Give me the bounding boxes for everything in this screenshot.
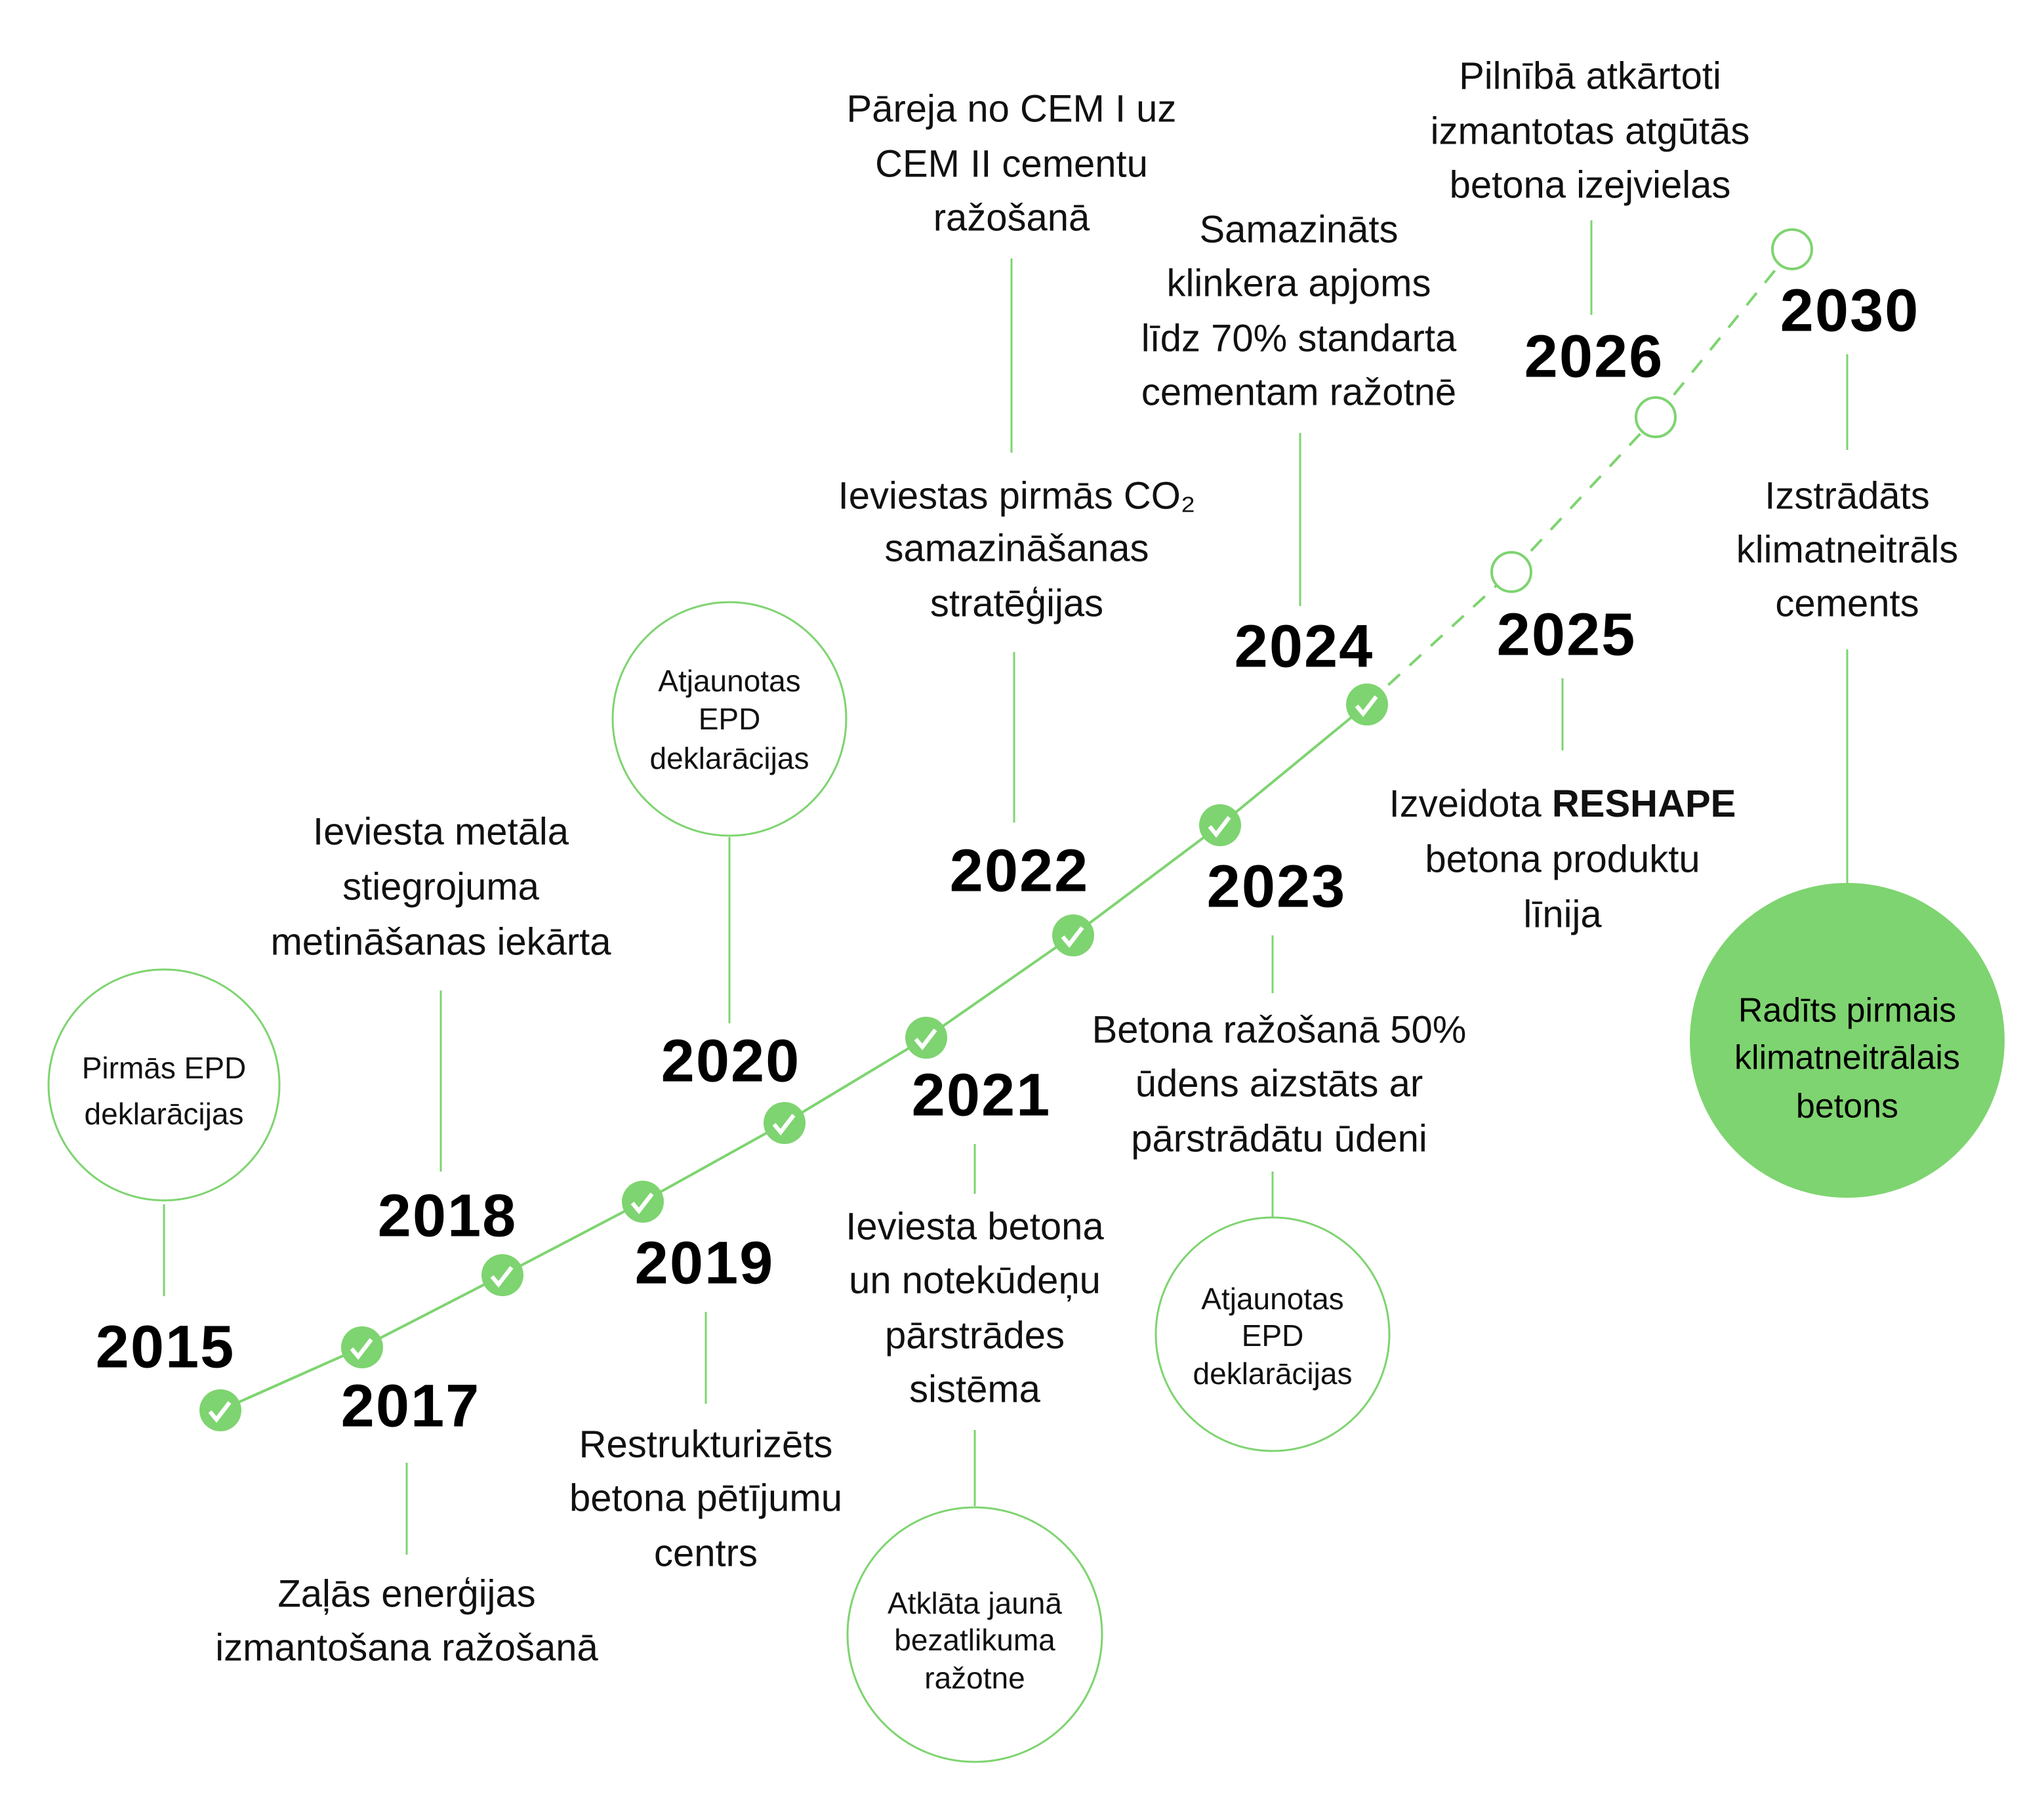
milestone-node-done (1346, 684, 1388, 725)
goal-text: betons (1796, 1088, 1898, 1126)
checkmark-icon (1061, 926, 1084, 949)
circle-text: deklarācijas (85, 1097, 244, 1131)
completed-path-segment (783, 1036, 928, 1124)
circle-text: ražotne (924, 1661, 1025, 1695)
milestone-text: Restrukturizēts (579, 1423, 833, 1465)
year-label: 2025 (1497, 601, 1637, 668)
milestone-text: Zaļās enerģijas (277, 1572, 535, 1615)
completed-path-segment (642, 1122, 785, 1203)
milestone-text: Izstrādāts (1765, 474, 1929, 517)
milestone-node-done (199, 1389, 241, 1431)
milestone-text: centrs (654, 1532, 758, 1574)
circle-text: bezatlikuma (894, 1623, 1055, 1657)
year-label: 2022 (950, 837, 1090, 904)
milestone-text: sistēma (909, 1368, 1041, 1410)
milestone-text: Ieviesta betona (846, 1205, 1104, 1248)
milestone-text: metināšanas iekārta (270, 920, 611, 963)
milestone-text: Betona ražošanā 50% (1092, 1008, 1467, 1051)
milestone-text: ražošanā (933, 196, 1090, 239)
milestone-node-done (481, 1254, 523, 1296)
milestone-highlight-circle (47, 968, 281, 1202)
circle-text: EPD (699, 702, 761, 736)
text-part: Izveidota (1389, 783, 1552, 825)
completed-path-segment (1219, 703, 1368, 827)
completed-path-segment (1072, 824, 1221, 937)
completed-path-segment (220, 1346, 363, 1412)
milestone-node-done (764, 1102, 806, 1144)
milestone-node-done (622, 1181, 664, 1223)
milestone-text: Ieviesta metāla (313, 810, 569, 853)
year-label: 2017 (341, 1372, 481, 1439)
milestone-node-done (341, 1326, 383, 1368)
completed-path-segment (925, 934, 1074, 1039)
milestone-text: CEM II cementu (875, 142, 1148, 185)
year-label: 2019 (635, 1229, 775, 1296)
checkmark-icon (350, 1338, 373, 1360)
circle-text: Atklāta jaunā (888, 1586, 1062, 1620)
milestone-highlight-circle (1155, 1216, 1391, 1452)
milestone-text: izmantotas atgūtās (1431, 110, 1750, 152)
circle-text: Atjaunotas (658, 664, 800, 698)
milestone-highlight-circle (846, 1506, 1103, 1763)
milestone-text: betona izejvielas (1450, 163, 1731, 206)
year-label: 2020 (661, 1027, 801, 1094)
milestone-node-planned (1771, 228, 1813, 270)
circle-text: deklarācijas (1193, 1357, 1353, 1391)
circle-text: deklarācijas (650, 741, 809, 775)
year-label: 2026 (1524, 323, 1664, 390)
year-label: 2024 (1235, 613, 1374, 680)
checkmark-icon (208, 1401, 232, 1423)
milestone-node-done (1052, 914, 1094, 956)
goal-text: Radīts pirmais (1738, 992, 1956, 1030)
milestone-text: stratēģijas (930, 582, 1103, 624)
checkmark-icon (630, 1193, 654, 1215)
milestone-text: līdz 70% standarta (1141, 317, 1457, 359)
milestone-text: un notekūdeņu (849, 1259, 1101, 1301)
year-label: 2030 (1780, 277, 1920, 344)
milestone-text: izmantošana ražošanā (215, 1626, 598, 1669)
milestone-text: pārstrādes (885, 1314, 1065, 1357)
milestone-text: klinkera apjoms (1167, 262, 1431, 304)
year-label: 2021 (912, 1061, 1052, 1128)
year-label: 2015 (96, 1313, 235, 1380)
milestone-highlight-circle (611, 601, 848, 837)
year-label: 2018 (378, 1182, 518, 1249)
milestone-node-done (905, 1017, 947, 1059)
checkmark-icon (1355, 695, 1378, 718)
milestone-node-done (1199, 804, 1241, 846)
milestone-text: cements (1775, 582, 1919, 624)
planned-path-segment (1654, 248, 1793, 418)
milestone-text: ūdens aizstāts ar (1135, 1062, 1423, 1105)
milestone-text: pārstrādātu ūdeni (1131, 1117, 1427, 1160)
milestone-text: līnija (1523, 893, 1602, 935)
completed-path-segment (502, 1200, 644, 1276)
milestone-text: Izveidota RESHAPE (1389, 783, 1736, 825)
milestone-text: betona produktu (1425, 838, 1700, 880)
completed-path-segment (361, 1274, 503, 1349)
milestone-node-planned (1635, 396, 1677, 438)
year-label: 2023 (1207, 853, 1347, 920)
milestone-text: samazināšanas (885, 527, 1149, 569)
milestone-text: cementam ražotnē (1141, 371, 1456, 413)
planned-path-segment (1366, 571, 1513, 706)
milestone-text: Ieviestas pirmās CO₂ (838, 474, 1196, 517)
circle-text: Atjaunotas (1201, 1282, 1343, 1316)
milestone-text: klimatneitrāls (1736, 528, 1958, 571)
planned-path-segment (1510, 416, 1657, 573)
checkmark-icon (490, 1266, 514, 1288)
milestone-text: betona pētījumu (569, 1477, 842, 1519)
goal-text: klimatneitrālais (1734, 1039, 1960, 1077)
brand-name: RESHAPE (1552, 783, 1736, 825)
milestone-text: stiegrojuma (342, 865, 540, 908)
checkmark-icon (772, 1114, 796, 1136)
circle-text: EPD (1242, 1318, 1304, 1353)
milestone-node-planned (1490, 551, 1532, 593)
circle-text: Pirmās EPD (82, 1051, 246, 1085)
milestone-text: Samazināts (1199, 208, 1398, 251)
checkmark-icon (1208, 816, 1231, 838)
milestone-text: Pilnībā atkārtoti (1459, 54, 1721, 97)
checkmark-icon (914, 1029, 937, 1051)
milestone-text: Pāreja no CEM I uz (847, 87, 1177, 130)
goal-circle (1690, 883, 2005, 1198)
